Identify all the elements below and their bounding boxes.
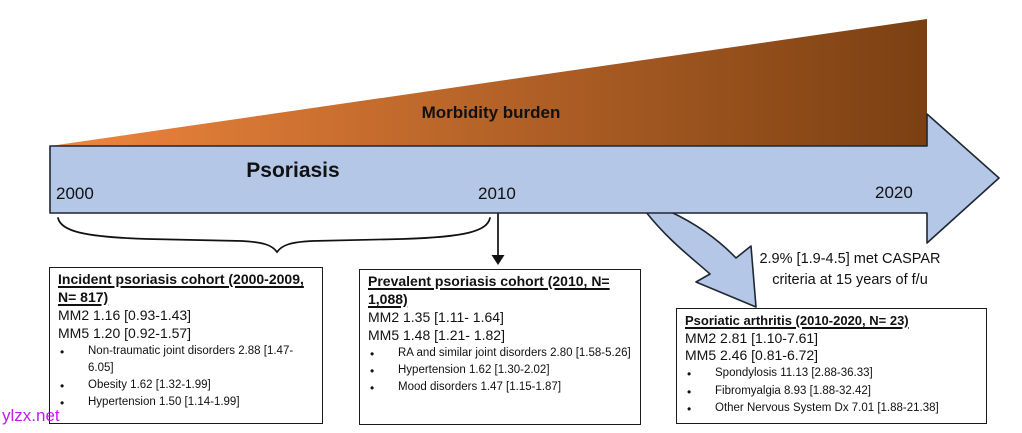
comorbidity-item: Other Nervous System Dx 7.01 [1.88-21.38… [685, 400, 978, 418]
psa-arrow-connector [645, 211, 757, 308]
watermark-text: ylzx.net [2, 406, 60, 425]
prevalent-cohort-box: Prevalent psoriasis cohort (2010, N= 1,0… [359, 269, 641, 425]
mm5-value: MM5 1.20 [0.92-1.57] [58, 324, 192, 341]
incident-cohort-title: Incident psoriasis cohort (2000-2009, N=… [58, 271, 304, 305]
down-arrow-head [491, 255, 505, 265]
comorbidity-item: Fibromyalgia 8.93 [1.88-32.42] [685, 383, 978, 401]
comorbidity-item: Obesity 1.62 [1.32-1.99] [58, 377, 314, 395]
comorbidity-item: Mood disorders 1.47 [1.15-1.87] [368, 379, 632, 397]
comorbidity-item: Non-traumatic joint disorders 2.88 [1.47… [58, 343, 314, 378]
comorbidity-item: Hypertension 1.50 [1.14-1.99] [58, 394, 314, 412]
mm5-value: MM5 1.48 [1.21- 1.82] [368, 326, 505, 343]
year-2010-label: 2010 [478, 184, 516, 203]
incident-cohort-box: Incident psoriasis cohort (2000-2009, N=… [49, 267, 323, 424]
psoriatic-arthritis-box: Psoriatic arthritis (2010-2020, N= 23) M… [676, 308, 987, 424]
mm2-value: MM2 2.81 [1.10-7.61] [685, 329, 819, 346]
brace-connector [57, 217, 491, 254]
caspar-note-line1: 2.9% [1.9-4.5] met CASPAR [759, 251, 941, 267]
mm2-value: MM2 1.16 [0.93-1.43] [58, 306, 192, 323]
timeline-arrow [49, 113, 1000, 244]
prevalent-cohort-title: Prevalent psoriasis cohort (2010, N= 1,0… [368, 273, 610, 307]
mm2-value: MM2 1.35 [1.11- 1.64] [368, 308, 504, 325]
caspar-note-line2: criteria at 15 years of f/u [772, 272, 928, 289]
comorbidity-item: Spondylosis 11.13 [2.88-36.33] [685, 365, 978, 383]
morbidity-gradient-triangle [50, 19, 927, 146]
mm5-value: MM5 2.46 [0.81-6.72] [685, 347, 819, 364]
comorbidity-item: Hypertension 1.62 [1.30-2.02] [368, 362, 632, 380]
year-2000-label: 2000 [56, 184, 94, 203]
psoriasis-label: Psoriasis [246, 159, 340, 182]
comorbidity-item: RA and similar joint disorders 2.80 [1.5… [368, 345, 632, 363]
morbidity-burden-label: Morbidity burden [421, 103, 561, 122]
year-2020-label: 2020 [875, 183, 913, 202]
psoriatic-arthritis-title: Psoriatic arthritis (2010-2020, N= 23) [685, 313, 909, 328]
caspar-note: 2.9% [1.9-4.5] met CASPAR criteria at 15… [724, 249, 976, 291]
